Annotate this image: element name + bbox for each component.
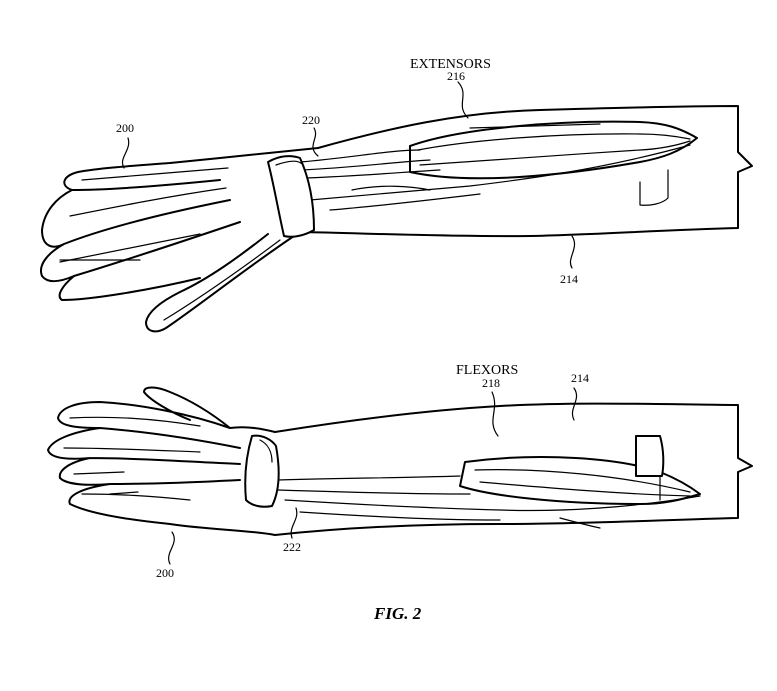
bottom-arm-illustration bbox=[47, 386, 753, 565]
top-leader-216 bbox=[457, 81, 469, 119]
ref-218: 218 bbox=[482, 376, 500, 390]
top-forearm-outline bbox=[299, 105, 753, 238]
label-flexors: FLEXORS bbox=[456, 363, 518, 378]
figure-caption: FIG. 2 bbox=[373, 604, 422, 623]
top-arm-illustration bbox=[40, 81, 753, 333]
top-extensor-muscle bbox=[409, 120, 698, 180]
bottom-leader-214 bbox=[571, 387, 578, 421]
ref-214-bottom: 214 bbox=[571, 371, 589, 385]
bottom-forearm-outline bbox=[274, 402, 753, 536]
ref-200-top: 200 bbox=[116, 121, 134, 135]
top-hand-outline bbox=[40, 147, 319, 333]
label-extensors: EXTENSORS bbox=[410, 57, 491, 72]
top-wrist-band bbox=[267, 155, 315, 238]
top-leader-220 bbox=[312, 127, 319, 157]
bottom-flexor-muscle bbox=[459, 456, 701, 505]
ref-214-top: 214 bbox=[560, 272, 578, 286]
bottom-leader-222 bbox=[290, 507, 298, 539]
bottom-leader-218 bbox=[491, 391, 499, 437]
ref-220: 220 bbox=[302, 113, 320, 127]
ref-222: 222 bbox=[283, 540, 301, 554]
bottom-wrist-band bbox=[244, 434, 280, 508]
top-leader-200 bbox=[122, 137, 130, 169]
bottom-leader-200 bbox=[168, 531, 175, 565]
bottom-side-tab bbox=[635, 435, 665, 477]
top-leader-214 bbox=[569, 235, 576, 269]
ref-200-bottom: 200 bbox=[156, 566, 174, 580]
ref-216: 216 bbox=[447, 69, 465, 83]
bottom-hand-outline bbox=[47, 386, 276, 536]
